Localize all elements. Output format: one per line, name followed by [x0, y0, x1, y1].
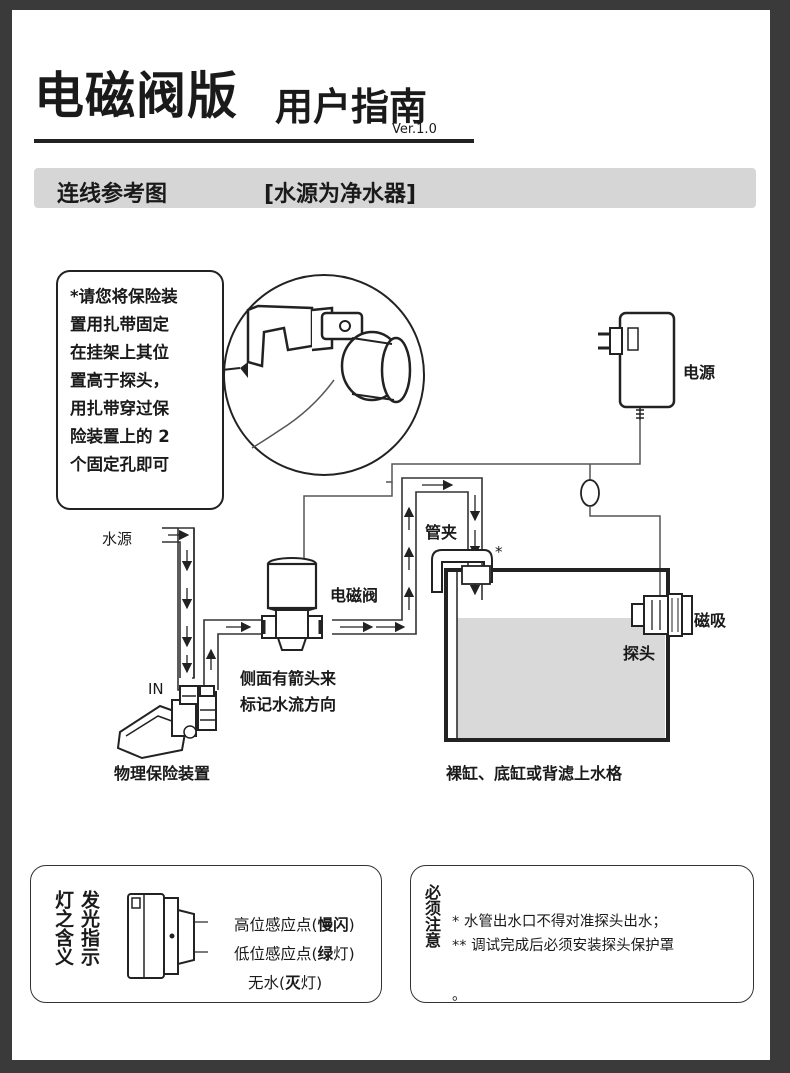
legend-low-end: 灯) — [333, 945, 355, 963]
section-bar — [34, 168, 756, 208]
probe-icon — [631, 593, 693, 637]
in-label: IN — [148, 680, 164, 698]
note-line: 用扎带穿过保 — [70, 399, 169, 418]
legend-none-em: 灭 — [285, 974, 301, 992]
version-label: Ver.1.0 — [392, 122, 437, 137]
solenoid-label: 电磁阀 — [330, 586, 379, 605]
legend-none: 无水(灭灯) — [248, 971, 322, 993]
legend-high-text: 高位感应点( — [234, 916, 318, 934]
note-line: *请您将保险装 — [70, 287, 178, 306]
page-subtitle: 用户指南 — [275, 85, 428, 129]
page: 电磁阀版 用户指南 Ver.1.0 连线参考图 [水源为净水器] — [12, 10, 770, 1060]
must-line-2: ** 调试完成后必须安装探头保护罩 — [452, 938, 675, 954]
legend-high-em: 慢闪 — [317, 916, 349, 934]
probe-legend-icon — [127, 893, 208, 979]
arrow-note-line: 侧面有箭头来 — [240, 669, 337, 688]
must-line-1: * 水管出水口不得对准探头出水； — [452, 914, 667, 930]
legend-high-end: ) — [348, 916, 355, 934]
light-legend-box — [30, 865, 382, 1003]
wiring-diagram — [116, 274, 693, 760]
clamp-icon — [431, 549, 493, 593]
legend-none-end: 灯) — [300, 974, 323, 992]
legend-low: 低位感应点(绿灯) — [234, 942, 355, 964]
note-line: 置高于探头， — [70, 371, 169, 390]
legend-heading-col: 灯之含义 — [52, 890, 74, 966]
probe-label: 探头 — [623, 644, 656, 663]
safety-device-label: 物理保险装置 — [114, 764, 211, 783]
section-subtitle: [水源为净水器] — [264, 182, 417, 207]
legend-none-text: 无水( — [248, 974, 286, 992]
tank-caption: 裸缸、底缸或背滤上水格 — [446, 764, 623, 783]
tank — [444, 568, 670, 742]
legend-heading-text: 发光指示 — [78, 890, 100, 966]
arrow-note-line: 标记水流方向 — [240, 695, 337, 714]
power-adapter-icon — [598, 311, 676, 448]
legend-high: 高位感应点(慢闪) — [234, 913, 355, 935]
legend-low-em: 绿 — [317, 945, 334, 963]
must-heading: 必须注意 — [422, 884, 441, 948]
note-line: 在挂架上其位 — [70, 343, 169, 362]
title-rule — [34, 139, 474, 143]
magnet-label: 磁吸 — [694, 611, 727, 630]
page-title: 电磁阀版 — [34, 67, 238, 125]
legend-heading-col: 发光指示 — [78, 890, 100, 966]
legend-low-text: 低位感应点( — [234, 945, 318, 963]
water-source-label: 水源 — [102, 530, 133, 548]
note-line: 险装置上的 2 — [70, 427, 170, 446]
must-tail: 。 — [452, 988, 467, 1004]
clamp-label: 管夹 — [425, 523, 458, 542]
must-heading-text: 必须注意 — [422, 884, 441, 948]
note-line: 置用扎带固定 — [70, 315, 169, 334]
legend-heading-text: 灯之含义 — [52, 890, 74, 966]
star-mark: * — [495, 543, 503, 561]
zoom-bracket-icon — [221, 274, 425, 476]
solenoid-valve-icon — [261, 557, 323, 651]
note-line: 个固定孔即可 — [70, 455, 169, 474]
safety-note-box — [56, 270, 224, 510]
section-title: 连线参考图 — [57, 182, 168, 207]
must-note-box — [410, 865, 754, 1003]
power-label: 电源 — [683, 363, 716, 382]
safety-device-icon — [116, 685, 217, 760]
